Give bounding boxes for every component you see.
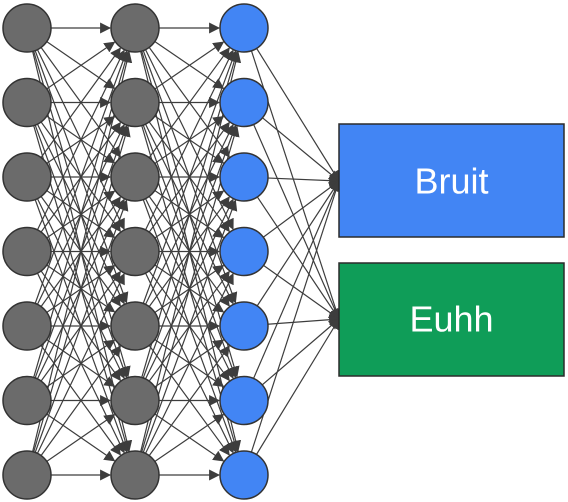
output-euhh-label: Euhh: [409, 299, 493, 340]
connection-line: [26, 270, 121, 401]
neuron-node: [219, 450, 269, 500]
connection-line: [26, 121, 121, 252]
neuron-node: [2, 3, 52, 53]
connection-line: [134, 270, 230, 401]
connection-line: [26, 27, 121, 158]
neuron-node: [219, 3, 269, 53]
neuron-node: [219, 77, 269, 128]
connection-line: [26, 50, 129, 327]
neuron-node: [2, 450, 52, 500]
connection-line: [26, 102, 121, 233]
output-connection-line: [243, 180, 340, 327]
neuron-node: [219, 375, 269, 426]
connection-line: [134, 345, 230, 476]
output-connection-line: [243, 102, 341, 321]
neuron-node: [110, 375, 160, 426]
neuron-node: [110, 301, 160, 351]
connection-line: [134, 199, 238, 476]
output-euhh-rect: [338, 262, 565, 377]
connection-line: [134, 27, 230, 158]
neuron-node: [110, 3, 160, 53]
output-connection-line: [243, 179, 342, 476]
connection-line: [26, 176, 125, 379]
connection-line: [26, 199, 129, 476]
connection-line: [134, 196, 230, 327]
neuron-layers: [2, 3, 269, 500]
connection-line: [26, 196, 121, 327]
output-box-euhh: Euhh: [338, 262, 565, 377]
connection-line: [134, 124, 238, 401]
connection-line: [134, 123, 234, 327]
output-connection-line: [243, 27, 340, 182]
neuron-node: [2, 226, 52, 277]
neuron-node: [110, 152, 160, 202]
neuron-node: [219, 301, 269, 351]
connection-line: [26, 49, 125, 252]
connection-line: [26, 27, 125, 230]
connection-line: [26, 47, 121, 178]
connection-line: [134, 102, 230, 233]
connection-line: [26, 198, 125, 401]
neuron-node: [110, 77, 160, 128]
output-connection-line: [243, 318, 340, 476]
connection-line: [134, 49, 234, 252]
output-connection-line: [243, 179, 341, 401]
output-boxes: Bruit Euhh: [338, 123, 565, 377]
neuron-node: [2, 77, 52, 128]
output-box-bruit: Bruit: [338, 123, 565, 238]
output-connection-line: [243, 27, 342, 321]
output-bruit-rect: [338, 123, 565, 238]
connection-line: [26, 124, 125, 327]
connection-line: [134, 198, 234, 401]
connections: [26, 22, 342, 481]
output-connection-line: [243, 176, 340, 320]
connection-line: [134, 50, 238, 327]
output-bruit-label: Bruit: [414, 161, 488, 202]
neuron-node: [219, 152, 269, 202]
neuron-node: [110, 450, 160, 500]
neuron-node: [2, 301, 52, 351]
connection-line: [26, 345, 121, 476]
neuron-node: [110, 226, 160, 277]
connection-line: [134, 272, 234, 476]
connection-line: [26, 273, 125, 476]
connection-line: [26, 124, 129, 401]
connection-line: [134, 176, 234, 380]
connection-line: [134, 27, 234, 231]
neuron-node: [2, 375, 52, 426]
connection-line: [134, 121, 230, 252]
neuron-node: [219, 226, 269, 277]
connection-line: [134, 47, 230, 178]
neuron-node: [2, 152, 52, 202]
